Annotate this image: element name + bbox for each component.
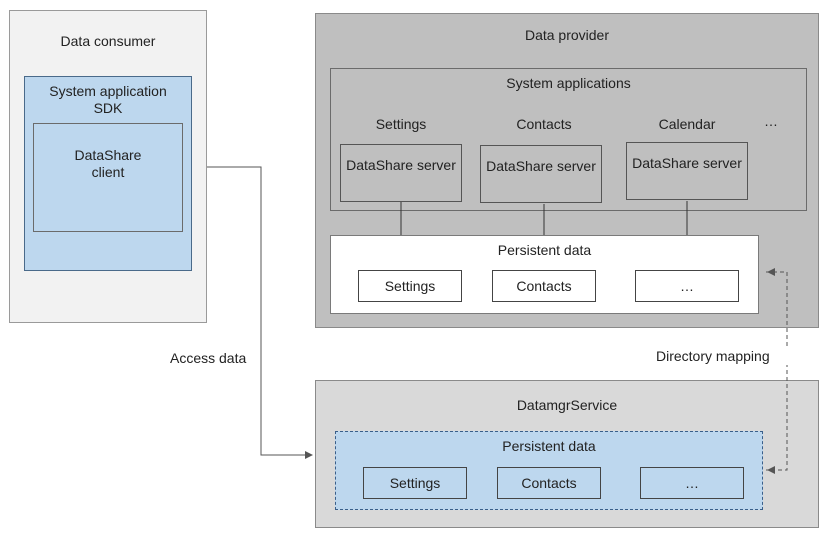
datamgr-persistent-more-label: … — [685, 475, 699, 491]
datashare-server-calendar — [626, 142, 748, 200]
more-apps-ellipsis: … — [764, 113, 778, 129]
datashare-server-contacts — [480, 145, 602, 203]
provider-persistent-settings-label: Settings — [384, 278, 436, 294]
datashare-server-settings — [340, 144, 462, 202]
server-label-contacts: DataShare server — [486, 158, 596, 174]
datamgr-persistent-data-label: Persistent data — [502, 438, 596, 454]
server-label-calendar: DataShare server — [632, 155, 742, 171]
datashare-client-label: DataShare client — [74, 147, 142, 180]
server-label-settings: DataShare server — [346, 157, 456, 173]
system-applications-label: System applications — [506, 75, 631, 91]
datamgr-persistent-contacts-label: Contacts — [521, 475, 577, 491]
provider-persistent-contacts-label: Contacts — [516, 278, 572, 294]
app-label-contacts: Contacts — [516, 116, 572, 132]
system-application-sdk-box — [24, 76, 192, 271]
app-label-calendar: Calendar — [658, 116, 716, 132]
directory-mapping-label: Directory mapping — [656, 348, 788, 365]
directory-mapping-arrowhead-top — [767, 268, 775, 276]
provider-persistent-contacts — [492, 270, 596, 302]
access-data-label: Access data — [170, 350, 247, 366]
datamgr-persistent-settings — [363, 467, 467, 499]
provider-persistent-more — [635, 270, 739, 302]
datamgr-service-title: DatamgrService — [516, 397, 618, 413]
datamgr-persistent-more — [640, 467, 744, 499]
directory-mapping-arrowhead-bottom — [767, 466, 775, 474]
sdk-label: System application SDK — [49, 83, 167, 116]
system-applications-box — [330, 68, 807, 211]
datamgr-persistent-contacts — [497, 467, 601, 499]
provider-persistent-data-label: Persistent data — [497, 242, 592, 258]
datamgr-persistent-settings-label: Settings — [389, 475, 441, 491]
data-provider-title: Data provider — [524, 27, 610, 43]
provider-persistent-settings — [358, 270, 462, 302]
provider-persistent-more-label: … — [680, 278, 694, 294]
data-consumer-title: Data consumer — [60, 33, 156, 49]
app-label-settings: Settings — [375, 116, 427, 132]
directory-mapping-line — [766, 271, 788, 471]
access-data-arrow — [207, 166, 313, 459]
datashare-client-box — [33, 123, 183, 232]
